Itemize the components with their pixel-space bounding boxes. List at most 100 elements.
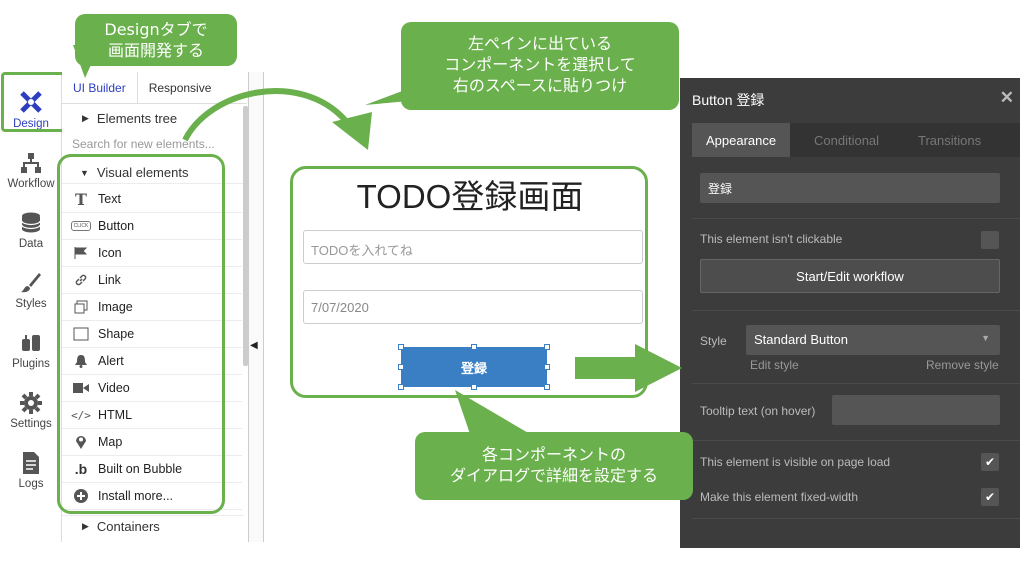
close-icon[interactable]: ✕ [999, 88, 1014, 107]
start-edit-workflow-button[interactable]: Start/Edit workflow [700, 259, 1000, 293]
callout-line: 画面開発する [107, 41, 204, 60]
dialog-tabs: Appearance Conditional Transitions [692, 123, 1020, 157]
tooltip-label: Tooltip text (on hover) [700, 404, 816, 418]
date-input[interactable]: 7/07/2020 [303, 290, 643, 324]
caret-down-icon: ▼ [80, 167, 89, 178]
element-label: Image [98, 300, 133, 314]
separator [692, 218, 1020, 219]
canvas-page-title: TODO登録画面 [356, 178, 584, 215]
resize-handle[interactable] [398, 364, 404, 370]
not-clickable-label: This element isn't clickable [700, 232, 843, 246]
todo-input[interactable]: TODOを入れてね [303, 230, 643, 264]
nav-logs[interactable]: Logs [0, 432, 62, 490]
text-icon: T [75, 189, 87, 209]
flag-icon [70, 247, 92, 259]
fixed-width-label: Make this element fixed-width [700, 490, 859, 504]
element-html[interactable]: </> HTML [62, 402, 242, 429]
map-pin-icon [70, 434, 92, 450]
element-icon[interactable]: Icon [62, 240, 242, 267]
separator [692, 518, 1020, 519]
visual-elements-header[interactable]: ▼ Visual elements [62, 162, 244, 184]
visual-elements-highlight-frame [57, 154, 225, 514]
containers-row[interactable]: ▶ Containers [62, 515, 244, 537]
nav-workflow[interactable]: Workflow [0, 132, 62, 190]
visible-on-load-checkbox[interactable]: ✔ [981, 453, 999, 471]
visible-on-load-label: This element is visible on page load [700, 455, 891, 469]
element-shape[interactable]: Shape [62, 321, 242, 348]
nav-styles[interactable]: Styles [0, 252, 62, 310]
elements-tree-row[interactable]: ▶ Elements tree [62, 108, 244, 128]
caret-right-icon: ▶ [82, 521, 89, 531]
styles-icon [21, 273, 41, 293]
element-install-more[interactable]: Install more... [62, 483, 242, 510]
element-label: Built on Bubble [98, 462, 183, 476]
button-text-field[interactable]: 登録 [700, 173, 1000, 203]
tab-ui-builder[interactable]: UI Builder [73, 81, 126, 95]
element-label: Button [98, 219, 135, 233]
workflow-icon [21, 153, 41, 173]
callout-line: ダイアログで詳細を設定する [449, 466, 658, 485]
separator [692, 440, 1020, 441]
nav-data[interactable]: Data [0, 192, 62, 250]
nav-design[interactable]: Design [0, 72, 62, 130]
collapse-arrow-icon[interactable]: ◀ [250, 340, 258, 351]
resize-handle[interactable] [471, 384, 477, 390]
tab-conditional[interactable]: Conditional [814, 133, 880, 148]
pane-callout: 左ペインに出ている コンポーネントを選択して 右のスペースに貼りつけ [401, 22, 679, 110]
tab-transitions[interactable]: Transitions [918, 133, 982, 148]
tab-responsive[interactable]: Responsive [136, 72, 229, 103]
element-alert[interactable]: Alert [62, 348, 242, 375]
element-label: Video [98, 381, 130, 395]
nav-label: Workflow [7, 178, 55, 190]
logs-icon [23, 452, 39, 474]
resize-handle[interactable] [544, 384, 550, 390]
code-icon: </> [71, 408, 91, 422]
element-image[interactable]: Image [62, 294, 242, 321]
panel-divider[interactable] [248, 72, 264, 542]
fixed-width-checkbox[interactable]: ✔ [981, 488, 999, 506]
nav-label: Design [13, 118, 49, 130]
nav-label: Logs [18, 478, 44, 490]
tooltip-input[interactable] [832, 395, 1000, 425]
panel-scrollbar[interactable] [243, 106, 248, 366]
not-clickable-checkbox[interactable] [981, 231, 999, 249]
left-nav: Design Workflow Data Styles Plugins Sett… [0, 72, 62, 542]
callout-line: 各コンポーネントの [481, 445, 626, 464]
design-callout: Designタブで 画面開発する [75, 14, 237, 66]
resize-handle[interactable] [544, 364, 550, 370]
visual-elements-label: Visual elements [96, 165, 189, 180]
nav-plugins[interactable]: Plugins [0, 312, 62, 370]
element-label: HTML [98, 408, 133, 422]
button-icon: CLICK [70, 221, 92, 231]
design-highlight-frame [1, 72, 70, 132]
element-label: Icon [98, 246, 122, 260]
element-video[interactable]: Video [62, 375, 242, 402]
resize-handle[interactable] [544, 344, 550, 350]
curved-arrow-head [332, 112, 372, 150]
image-icon [70, 300, 92, 314]
callout-line: 右のスペースに貼りつけ [452, 76, 628, 95]
separator [692, 383, 1020, 384]
button-property-dialog: Button 登録 ✕ Appearance Conditional Trans… [680, 78, 1020, 548]
resize-handle[interactable] [398, 384, 404, 390]
element-button[interactable]: CLICK Button [62, 213, 242, 240]
element-link[interactable]: Link [62, 267, 242, 294]
resize-handle[interactable] [471, 344, 477, 350]
nav-settings[interactable]: Settings [0, 372, 62, 430]
style-label: Style [700, 334, 727, 348]
video-icon [70, 382, 92, 394]
element-search-input[interactable]: Search for new elements... [72, 137, 215, 151]
resize-handle[interactable] [398, 344, 404, 350]
register-button[interactable]: 登録 [401, 347, 547, 387]
edit-style-link[interactable]: Edit style [750, 358, 799, 372]
remove-style-link[interactable]: Remove style [926, 358, 999, 372]
bubble-icon: .b [74, 461, 88, 477]
tab-appearance[interactable]: Appearance [692, 123, 791, 157]
element-built-on-bubble[interactable]: .b Built on Bubble [62, 456, 242, 483]
style-dropdown[interactable]: Standard Button ▼ [746, 325, 1000, 355]
nav-label: Styles [15, 298, 47, 310]
element-map[interactable]: Map [62, 429, 242, 456]
element-label: Link [98, 273, 121, 287]
